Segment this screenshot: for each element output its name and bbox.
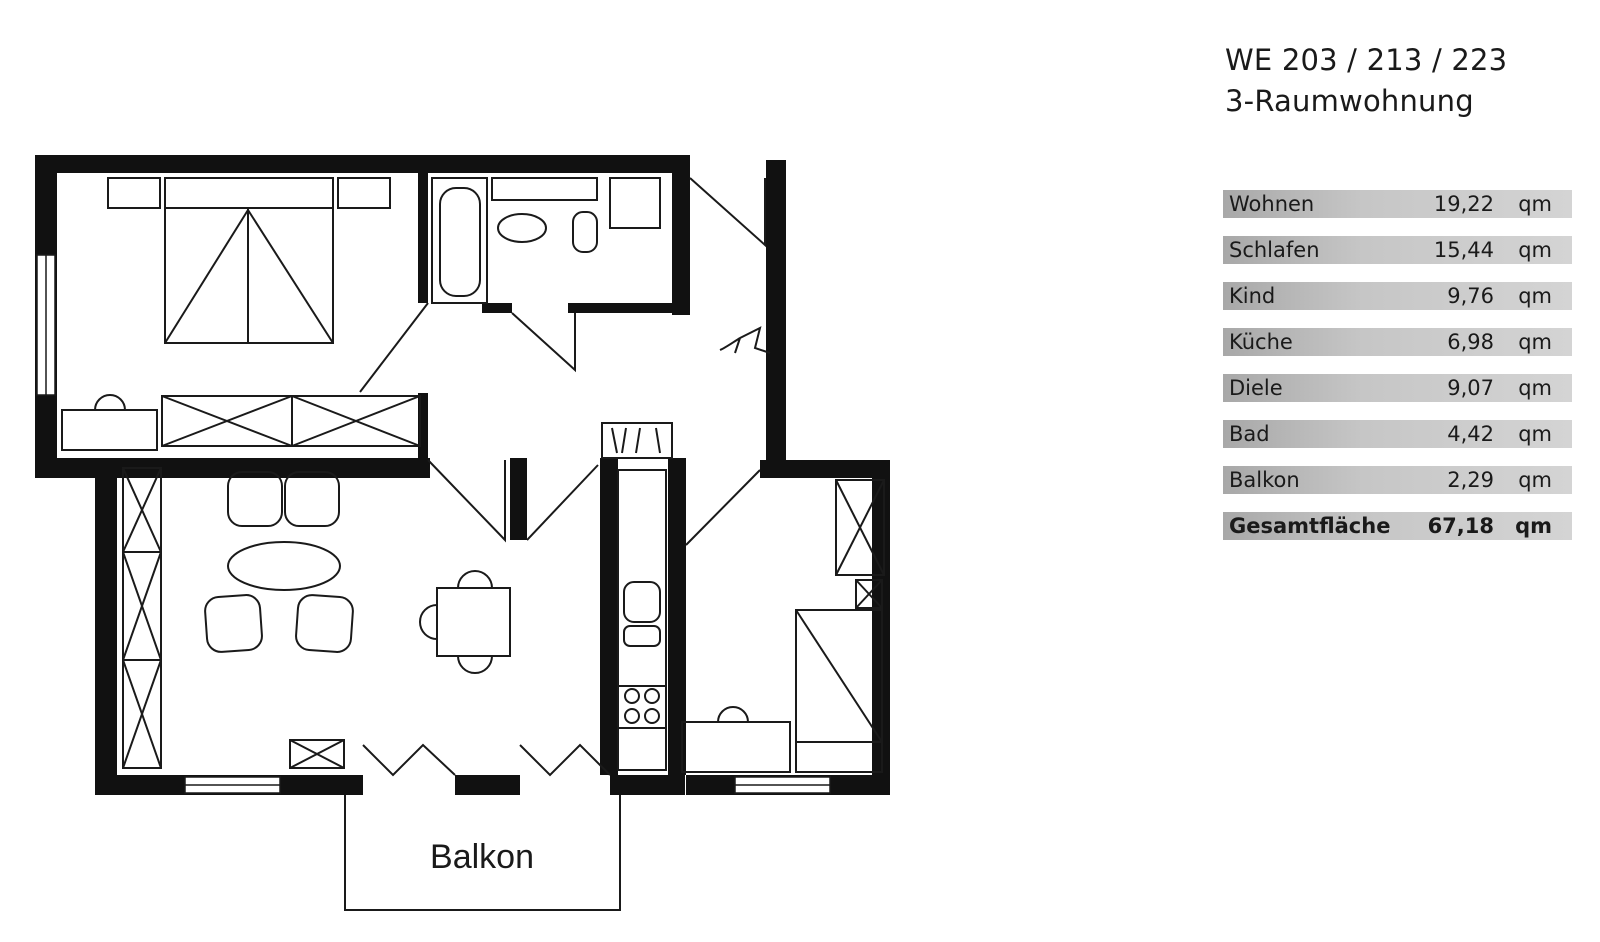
room-name: Schlafen — [1229, 238, 1320, 262]
room-area: 9,76 — [1447, 284, 1494, 308]
room-name: Bad — [1229, 422, 1270, 446]
room-area: 15,44 — [1433, 238, 1494, 262]
area-unit: qm — [1518, 376, 1552, 400]
room-name: Kind — [1229, 284, 1276, 308]
area-row: Bad 4,42 qm — [1223, 420, 1572, 448]
area-row: Kind 9,76 qm — [1223, 282, 1572, 310]
doors — [359, 177, 766, 777]
room-name: Balkon — [1229, 468, 1300, 492]
exterior-walls — [35, 155, 890, 795]
area-total-row: Gesamtfläche 67,18 qm — [1223, 512, 1572, 540]
room-area: 4,42 — [1447, 422, 1494, 446]
total-area: 67,18 — [1427, 514, 1494, 538]
area-row: Küche 6,98 qm — [1223, 328, 1572, 356]
area-unit: qm — [1518, 468, 1552, 492]
floor-plan: Balkon — [35, 155, 890, 911]
area-unit: qm — [1518, 330, 1552, 354]
furniture — [61, 177, 885, 773]
apartment-type: 3-Raumwohnung — [1225, 84, 1474, 118]
area-unit: qm — [1515, 514, 1552, 538]
area-unit: qm — [1518, 284, 1552, 308]
room-area: 2,29 — [1447, 468, 1494, 492]
area-unit: qm — [1518, 192, 1552, 216]
room-name: Wohnen — [1229, 192, 1315, 216]
room-area: 19,22 — [1433, 192, 1494, 216]
area-row: Schlafen 15,44 qm — [1223, 236, 1572, 264]
area-row: Diele 9,07 qm — [1223, 374, 1572, 402]
windows — [36, 254, 831, 794]
room-area: 6,98 — [1447, 330, 1494, 354]
room-area: 9,07 — [1447, 376, 1494, 400]
balcony-label: Balkon — [430, 838, 534, 876]
balcony — [344, 795, 621, 911]
total-label: Gesamtfläche — [1229, 514, 1391, 538]
unit-ids: WE 203 / 213 / 223 — [1225, 43, 1508, 77]
area-unit: qm — [1518, 238, 1552, 262]
room-name: Diele — [1229, 376, 1283, 400]
area-table: Wohnen 19,22 qm Schlafen 15,44 qm Kind 9… — [1223, 190, 1572, 558]
area-unit: qm — [1518, 422, 1552, 446]
room-name: Küche — [1229, 330, 1293, 354]
area-row: Wohnen 19,22 qm — [1223, 190, 1572, 218]
area-row: Balkon 2,29 qm — [1223, 466, 1572, 494]
